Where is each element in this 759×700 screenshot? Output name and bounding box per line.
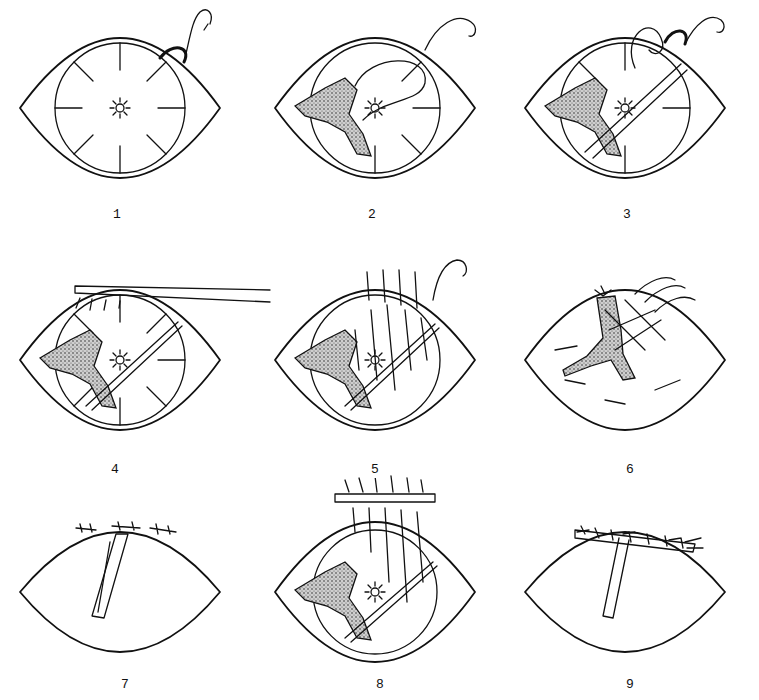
eye-step	[525, 17, 725, 178]
eye-step	[20, 10, 220, 178]
figure-number: 2	[366, 207, 378, 223]
eye-step	[20, 286, 270, 430]
eye-step	[275, 18, 475, 178]
figure-number: 4	[109, 462, 121, 478]
eye-step	[275, 476, 475, 662]
figure-number: 5	[369, 462, 381, 478]
eye-step	[525, 278, 725, 430]
eye-step	[275, 260, 475, 430]
figure-number: 9	[624, 677, 636, 693]
eye-step	[525, 526, 725, 652]
eye-step	[20, 522, 220, 652]
figure-number: 6	[624, 462, 636, 478]
figure-number: 3	[621, 207, 633, 223]
figure-number: 7	[119, 677, 131, 693]
figure-number: 8	[374, 677, 386, 693]
figure-number: 1	[111, 207, 123, 223]
